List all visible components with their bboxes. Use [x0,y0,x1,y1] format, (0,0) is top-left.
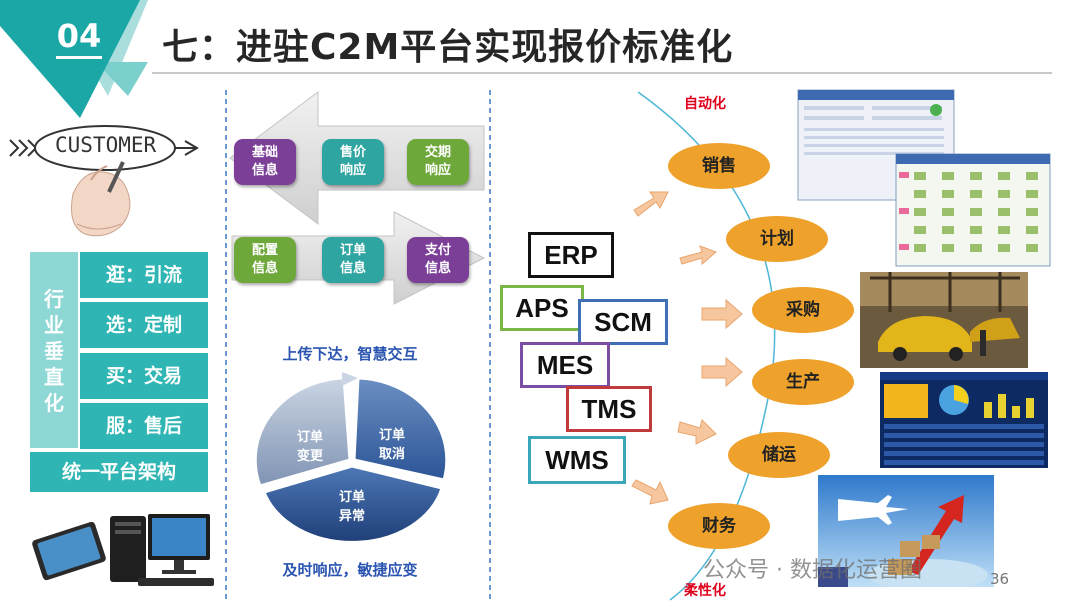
page-title: 七：进驻C2M平台实现报价标准化 [162,27,734,68]
box-delivery-response: 交期 响应 [407,139,469,185]
header-gray-line [152,72,1052,74]
cycle-segment-change [253,376,352,488]
vertical-bar [30,252,78,448]
cycle-label-exception: 订单 异常 [338,490,365,524]
tile-browse: 逛：引流 [80,252,208,298]
connector-arrow-1 [633,191,669,217]
monitor-icon [148,514,210,574]
tile-service: 服：售后 [80,403,208,449]
tile-buy: 买：交易 [80,353,208,399]
connector-arrow-2 [679,245,717,266]
connector-arrows [631,191,743,505]
car-body-icon [878,316,972,352]
section-number-underline [56,56,102,59]
tile-select: 选：定制 [80,302,208,348]
stage-procurement: 采购 [752,287,854,333]
system-tms: TMS [566,386,652,432]
platform-bar: 统一平台架构 [30,452,208,492]
vertical-label: 行 业 垂 直 化 [44,287,64,415]
box-price-response: 售价 响应 [322,139,384,185]
cycle-segment-cancel [352,376,449,482]
connector-arrow-5 [677,419,717,445]
hand-with-pen-icon [71,161,131,237]
devices-illustration [32,514,214,586]
logistics-photo [818,475,994,587]
section-number: 04 [56,17,102,55]
customer-circle [34,125,176,171]
box-order-info: 订单 信息 [322,237,384,283]
stage-planning: 计划 [726,216,828,262]
plane-icon [838,495,908,525]
connector-arrow-4 [701,356,743,388]
erp-software-screenshots [797,89,1051,267]
header-small-triangle [96,62,148,96]
arrow-head-icon [184,140,199,156]
box-payment-info: 支付 信息 [407,237,469,283]
box-config-info: 配置 信息 [234,237,296,283]
order-cycle-diagram [253,372,449,544]
desktop-tower-icon [110,516,146,582]
factory-photo [860,272,1028,368]
page-number: 36 [990,570,1010,588]
system-wms: WMS [528,436,626,484]
customer-illustration [9,125,199,237]
label-automation: 自动化 [684,96,726,112]
cycle-label-cancel: 订单 取消 [378,428,405,462]
connector-arrow-3 [701,298,743,330]
stage-finance: 财务 [668,503,770,549]
stage-sales: 销售 [668,143,770,189]
stage-logistics: 储运 [728,432,830,478]
header-decoration [0,0,1052,118]
customer-label: CUSTOMER [55,133,157,157]
watermark: 公众号 · 数据化运营圈 [703,558,922,583]
system-erp: ERP [528,232,614,278]
box-basic-info: 基础 信息 [234,139,296,185]
keyboard-icon [138,578,214,586]
dashboard-screenshot [880,372,1048,468]
information-flow-arrows [229,91,486,305]
label-flexibility: 柔性化 [684,583,726,599]
cycle-arrowhead [342,372,358,386]
arrow-feathers-icon [9,139,38,157]
cycle-label-change: 订单 变更 [296,430,323,464]
system-scm: SCM [578,299,668,345]
system-aps: APS [500,285,584,331]
system-mes: MES [520,342,610,388]
stage-production: 生产 [752,359,854,405]
caption-top: 上传下达，智慧交互 [282,345,418,363]
connector-arrow-6 [631,479,669,505]
caption-bottom: 及时响应，敏捷应变 [282,561,418,579]
cycle-segment-exception [262,464,444,544]
header-dark-triangle [0,0,140,118]
tablet-icon [32,521,106,581]
